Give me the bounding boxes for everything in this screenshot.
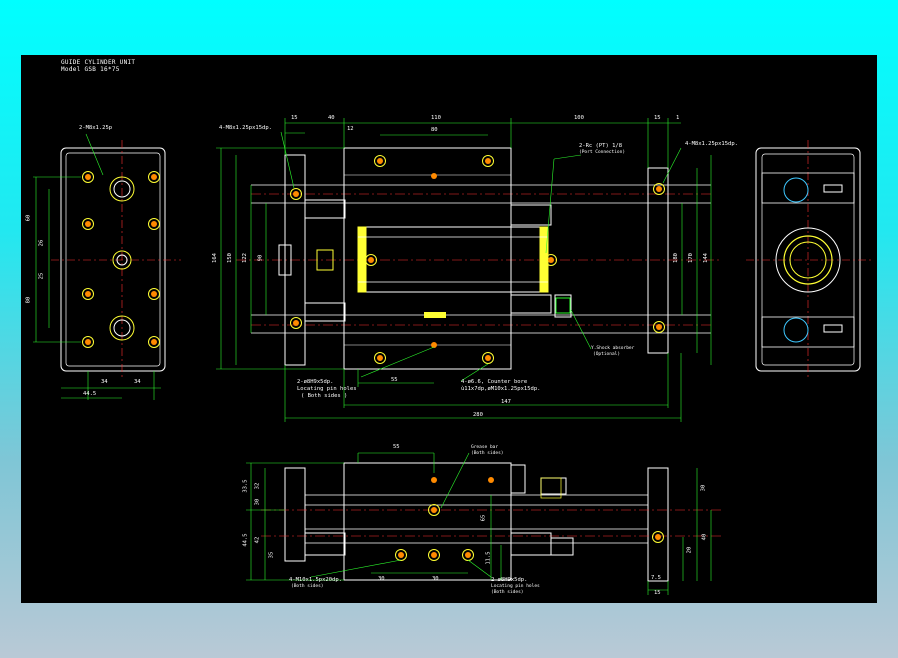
dim-left-34a: 34 bbox=[101, 379, 108, 385]
callout-pin-holes: 2-ø8H9x5dp. bbox=[297, 379, 334, 385]
right-end-view bbox=[746, 140, 871, 380]
dim-top-12: 12 bbox=[347, 126, 354, 132]
callout-counterbore: 4-ø6.6, Counter bore bbox=[461, 379, 528, 385]
dim-top-1: 1 bbox=[676, 115, 680, 121]
callout-grease: Grease bar bbox=[471, 445, 499, 450]
callout-port: 2-Rc (PT) 1/8 bbox=[579, 143, 623, 149]
dim-right-20: 20 bbox=[686, 546, 693, 554]
dim-32: 32 bbox=[254, 482, 261, 490]
dim-35: 35 bbox=[268, 551, 275, 559]
callout-grease-sub: (Both sides) bbox=[471, 451, 504, 456]
callout-top-left-tap: 4-M8x1.25px15dp. bbox=[219, 125, 272, 131]
callout-bottom-pin-sub1: Locating pin holes bbox=[491, 584, 540, 589]
dim-90: 90 bbox=[257, 254, 264, 262]
cad-drawing[interactable] bbox=[21, 55, 877, 603]
top-view bbox=[216, 118, 721, 422]
dim-top-110: 110 bbox=[431, 115, 441, 121]
dim-top-15: 15 bbox=[291, 115, 298, 121]
drawing-viewport[interactable]: GUIDE CYLINDER UNIT Model GSB 16*75 2-M8… bbox=[21, 55, 877, 603]
callout-bottom-tap-sub: (Both sides) bbox=[291, 584, 324, 589]
dim-65: 65 bbox=[480, 514, 487, 522]
dim-left-26: 26 bbox=[38, 239, 45, 247]
front-view bbox=[246, 452, 721, 595]
dim-122: 122 bbox=[241, 253, 248, 263]
dim-right-7-5: 7.5 bbox=[651, 575, 661, 581]
dim-170: 170 bbox=[687, 253, 694, 263]
dim-top-80: 80 bbox=[431, 127, 438, 133]
callout-pin-holes-sub1: Locating pin holes bbox=[297, 386, 357, 392]
dim-180: 180 bbox=[672, 253, 679, 263]
dim-right-40: 40 bbox=[701, 533, 708, 541]
dim-42: 42 bbox=[254, 536, 261, 544]
dim-bottom-30b: 30 bbox=[432, 576, 439, 582]
dim-164: 164 bbox=[211, 253, 218, 263]
dim-11-5: 11.5 bbox=[485, 551, 492, 565]
callout-bottom-tap: 4-M10x1.5px20dp. bbox=[289, 577, 342, 583]
dim-left-44-5: 44.5 bbox=[83, 391, 97, 397]
callout-bottom-pin: 2-ø8H9x5dp. bbox=[491, 577, 528, 583]
dim-33-5: 33.5 bbox=[242, 479, 249, 493]
callout-counterbore-sub: ù11x7dp,øM10x1.25px15dp. bbox=[461, 386, 541, 392]
callout-shock-sub: (Optional) bbox=[593, 352, 621, 357]
callout-bottom-pin-sub2: (Both sides) bbox=[491, 590, 524, 595]
callout-port-sub: (Port Connection) bbox=[579, 150, 626, 155]
dim-bottom-55: 55 bbox=[393, 444, 400, 450]
dim-top-40: 40 bbox=[328, 115, 335, 121]
callout-left-tap: 2-M8x1.25p bbox=[79, 125, 113, 131]
dim-right-30: 30 bbox=[700, 484, 707, 492]
dim-147: 147 bbox=[501, 399, 511, 405]
dim-bottom-30a: 30 bbox=[378, 576, 385, 582]
drawing-title: GUIDE CYLINDER UNIT bbox=[61, 59, 136, 66]
callout-top-right-tap: 4-M8x1.25px15dp. bbox=[685, 141, 738, 147]
dim-right-15: 15 bbox=[654, 590, 661, 596]
left-end-view bbox=[33, 133, 181, 400]
dim-top-100: 100 bbox=[574, 115, 584, 121]
dim-30: 30 bbox=[254, 498, 261, 506]
dim-150: 150 bbox=[226, 253, 233, 263]
drawing-model: Model GSB 16*75 bbox=[61, 66, 120, 73]
dim-left-25: 25 bbox=[38, 272, 45, 280]
dim-44-5b: 44.5 bbox=[242, 533, 249, 547]
dim-280: 280 bbox=[473, 412, 483, 418]
dim-top-15b: 15 bbox=[654, 115, 661, 121]
dim-144: 144 bbox=[702, 253, 709, 263]
dim-left-60: 60 bbox=[25, 214, 32, 222]
callout-pin-holes-sub2: ( Both sides ) bbox=[301, 393, 348, 399]
dim-left-80: 80 bbox=[25, 296, 32, 304]
dim-left-34b: 34 bbox=[134, 379, 141, 385]
dim-55: 55 bbox=[391, 377, 398, 383]
callout-shock: Y.Shock absorber bbox=[591, 346, 635, 351]
